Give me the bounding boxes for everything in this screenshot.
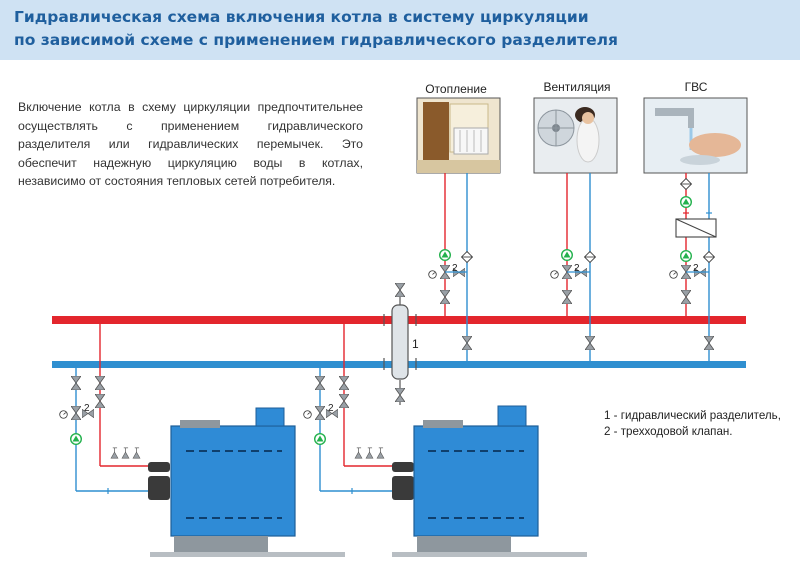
boiler-1-valve-marker: 2 [84, 403, 90, 414]
hydraulic-separator [383, 283, 417, 405]
ventilation-photo [533, 97, 618, 174]
boiler-1 [148, 407, 345, 557]
boiler-2-circuit: 2 [303, 324, 404, 494]
legend: 1 - гидравлический разделитель, 2 - трех… [604, 408, 781, 440]
title-line-1: Гидравлическая схема включения котла в с… [14, 8, 589, 26]
separator-marker: 1 [412, 337, 419, 351]
title-line-2: по зависимой схеме с применением гидравл… [14, 31, 618, 49]
boiler-2-valve-marker: 2 [328, 403, 334, 414]
heating-valve-marker: 2 [452, 263, 458, 274]
label-heating: Отопление [425, 82, 487, 96]
label-hot-water: ГВС [684, 80, 708, 94]
heating-photo [416, 97, 501, 174]
hot-water-photo [643, 97, 748, 174]
header-bar: Гидравлическая схема включения котла в с… [0, 0, 800, 60]
hot-water-circuit: 2 [669, 173, 717, 361]
page-title: Гидравлическая схема включения котла в с… [14, 6, 618, 52]
boiler-1-circuit: 2 [59, 324, 160, 494]
label-ventilation: Вентиляция [543, 80, 611, 94]
hot-water-valve-marker: 2 [693, 263, 699, 274]
boiler-2 [392, 405, 587, 557]
legend-item-separator: 1 - гидравлический разделитель, [604, 409, 781, 422]
ventilation-circuit: 2 [550, 173, 596, 361]
ventilation-valve-marker: 2 [574, 263, 580, 274]
heating-circuit: 2 [428, 173, 473, 361]
legend-item-three-way-valve: 2 - трехходовой клапан. [604, 425, 733, 438]
intro-paragraph: Включение котла в схему циркуляции предп… [18, 100, 363, 189]
